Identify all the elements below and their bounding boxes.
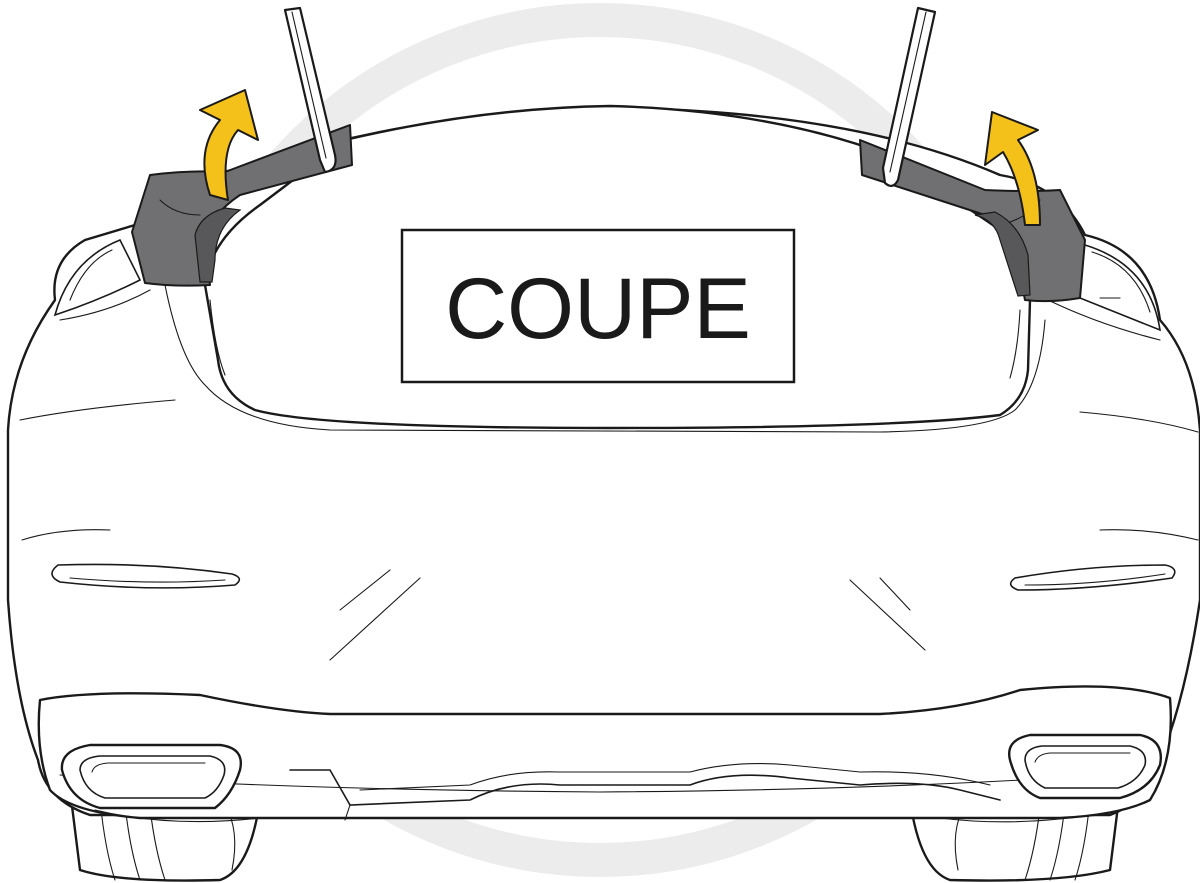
model-label-box: COUPE [402, 230, 794, 382]
model-label-text: COUPE [445, 261, 751, 357]
left-exhaust [62, 745, 241, 808]
right-exhaust [1009, 735, 1161, 798]
